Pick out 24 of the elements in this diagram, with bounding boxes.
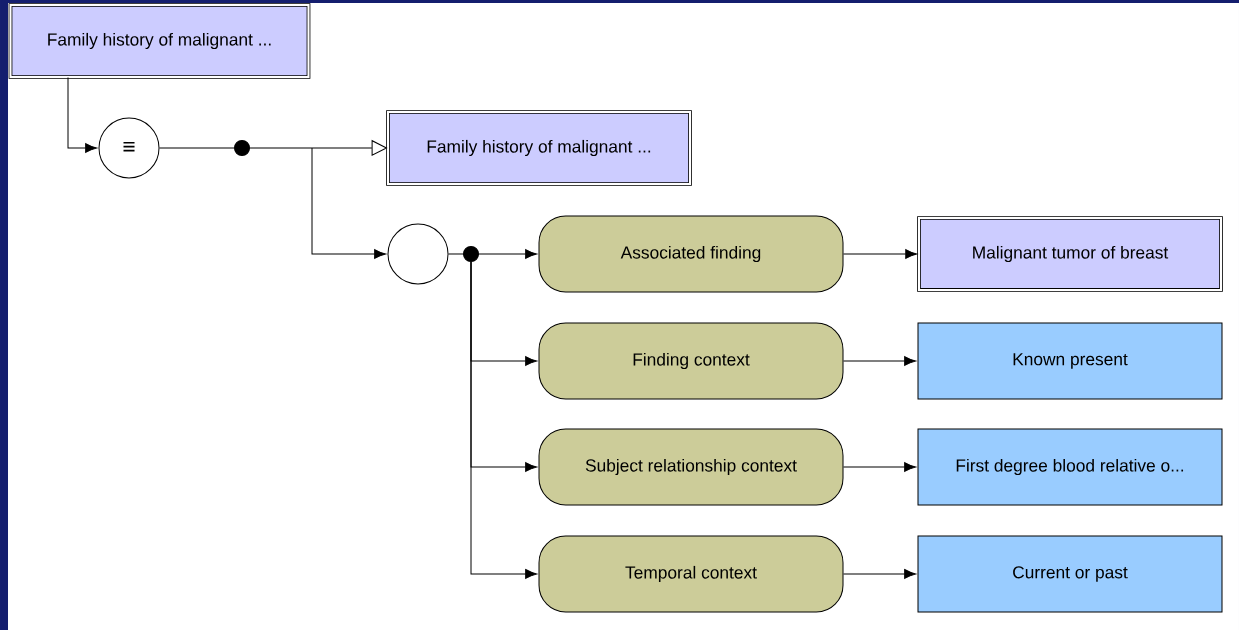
connector xyxy=(843,569,917,579)
concept-box: Family history of malignant ... xyxy=(8,3,311,79)
attribute-box: Associated finding xyxy=(538,215,844,293)
attribute-box: Subject relationship context xyxy=(538,428,844,506)
connector xyxy=(67,76,98,153)
concept-box: Malignant tumor of breast xyxy=(917,216,1223,292)
connector xyxy=(478,249,538,259)
group-circle xyxy=(387,223,449,285)
connector xyxy=(843,249,918,259)
value-box: Current or past xyxy=(917,535,1223,613)
attribute-box: Temporal context xyxy=(538,535,844,613)
value-box: Known present xyxy=(917,322,1223,400)
concept-box: Family history of malignant ... xyxy=(386,110,692,186)
attribute-box: Finding context xyxy=(538,322,844,400)
connector xyxy=(448,253,464,255)
connector xyxy=(249,140,387,156)
connector xyxy=(843,356,917,366)
connector xyxy=(311,147,387,259)
junction-dot xyxy=(234,140,250,156)
junction-dot xyxy=(463,246,479,262)
value-box: First degree blood relative o... xyxy=(917,428,1223,506)
connector xyxy=(470,261,538,579)
connector xyxy=(843,462,917,472)
connector xyxy=(159,147,235,149)
